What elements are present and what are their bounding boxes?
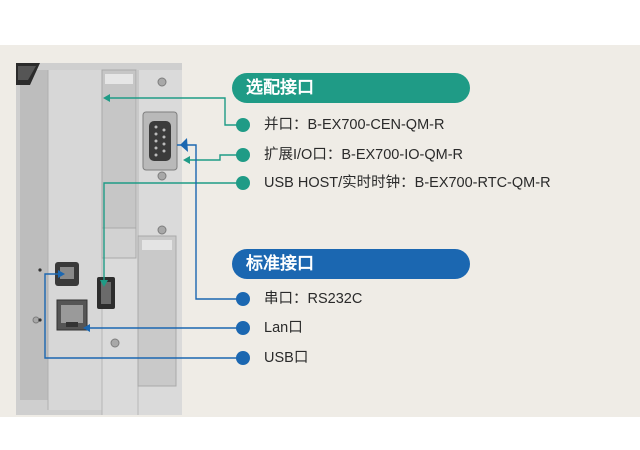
standard-item-bullet-icon [236,321,250,335]
left-edge-holes [38,268,42,322]
lan-port [56,299,88,331]
optional-slot-cover-lower [137,235,177,387]
optional-interface-header: 选配接口 [232,73,470,103]
usb-port [55,262,79,286]
optional-item-bullet-icon [236,148,250,162]
standard-interface-header: 标准接口 [232,249,470,279]
optional-connector-lines [103,97,240,280]
standard-arrowheads [58,138,188,332]
standard-item-usb-label: USB口 [264,350,309,366]
screws [32,77,167,348]
optional-item-usb-host-rtc-label: USB HOST/实时时钟：B-EX700-RTC-QM-R [264,175,551,191]
serial-port [142,111,178,171]
optional-item-bullet-icon [236,118,250,132]
optional-slot-cover-upper [101,69,137,259]
optional-item-expansion-io-label: 扩展I/O口：B-EX700-IO-QM-R [264,147,463,163]
optional-item-bullet-icon [236,176,250,190]
standard-item-bullet-icon [236,292,250,306]
optional-item-parallel-label: 并口：B-EX700-CEN-QM-R [264,117,445,133]
standard-item-bullet-icon [236,351,250,365]
standard-item-lan-label: Lan口 [264,320,303,336]
standard-item-serial-label: 串口：RS232C [264,291,363,307]
optional-arrowheads [100,94,190,287]
usb-host-port [97,277,115,309]
